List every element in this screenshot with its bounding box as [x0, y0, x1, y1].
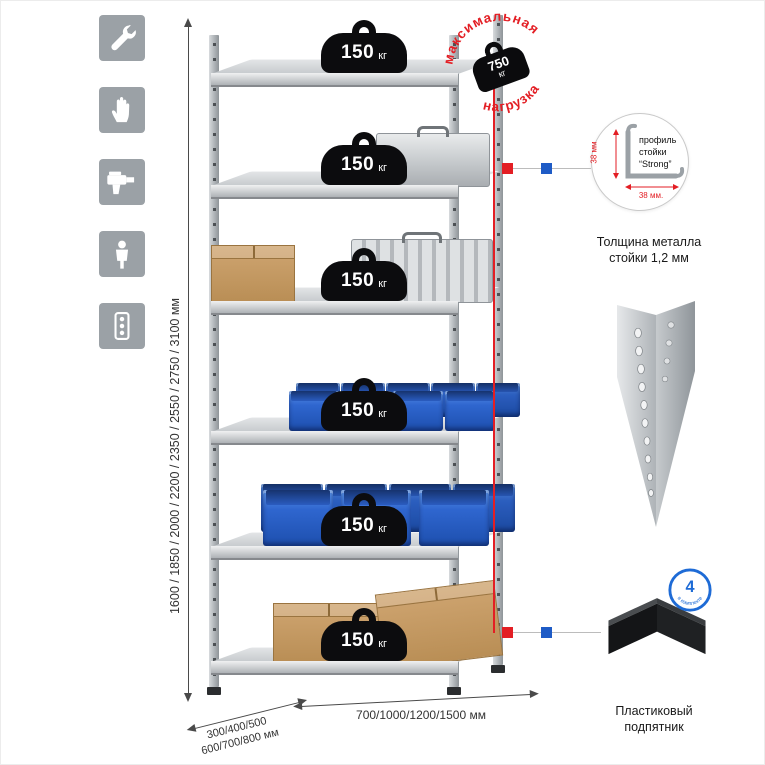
- plastic-foot-image: [601, 585, 713, 667]
- post-profile-detail: 38 мм 38 мм. профиль стойки “Strong”: [589, 113, 689, 211]
- load-unit: кг: [378, 161, 388, 174]
- foot-caption-line1: Пластиковый: [615, 704, 693, 718]
- load-value: 150: [340, 630, 375, 651]
- shelf-edge: [211, 73, 458, 87]
- level-icon: [99, 303, 145, 349]
- profile-label-line2: стойки: [639, 147, 667, 158]
- profile-label-line1: профиль: [639, 135, 677, 145]
- callout-marker-blue: [541, 627, 552, 638]
- load-unit: кг: [378, 522, 388, 535]
- feature-icon-column: [99, 15, 145, 349]
- profile-dim-horizontal: 38 мм.: [638, 191, 664, 200]
- load-unit: кг: [378, 407, 388, 420]
- depth-dimension-label: 300/400/500 600/700/800 мм: [170, 705, 308, 764]
- shelf-edge: [211, 431, 458, 445]
- kit-count-value: 4: [685, 578, 694, 596]
- profile-dim-vertical: 38 мм: [589, 141, 599, 164]
- person-icon: [99, 231, 145, 277]
- rack-foot: [207, 687, 221, 695]
- post-highlight-line: [493, 79, 495, 633]
- callout-marker-blue: [541, 163, 552, 174]
- load-value: 150: [340, 400, 375, 421]
- callout-line-foot: [507, 632, 601, 633]
- profile-caption-line2: стойки 1,2 мм: [609, 251, 689, 266]
- profile-cross-section-drawing: [613, 123, 685, 190]
- profile-label-line3: “Strong”: [639, 159, 672, 170]
- rack-foot: [447, 687, 461, 695]
- height-dimension-line: [184, 18, 192, 702]
- foot-caption-line2: подпятник: [624, 720, 684, 735]
- load-value: 150: [340, 515, 375, 536]
- shelf-edge: [211, 301, 458, 315]
- kit-count-text: в комплекте: [676, 596, 704, 607]
- shelf-edge: [211, 546, 458, 560]
- plastic-bin: [445, 391, 495, 431]
- load-value: 150: [340, 42, 375, 63]
- shelf-edge: [211, 661, 458, 675]
- rack-foot: [491, 665, 505, 673]
- rack-post-front-right: [449, 35, 459, 687]
- svg-text:в комплекте: в комплекте: [676, 596, 704, 607]
- profile-caption-line1: Толщина металла: [596, 235, 702, 249]
- stamp-load-unit: кг: [497, 67, 508, 80]
- glove-icon: [99, 87, 145, 133]
- shelf-edge: [211, 185, 458, 199]
- callout-marker-red: [502, 627, 513, 638]
- profile-label: профиль стойки “Strong”: [639, 134, 676, 170]
- load-unit: кг: [378, 277, 388, 290]
- profile-caption: Толщина металла стойки 1,2 мм: [569, 234, 729, 267]
- angle-post-image: [601, 299, 711, 531]
- width-dimension-label: 700/1000/1200/1500 мм: [356, 708, 486, 722]
- wrench-icon: [99, 15, 145, 61]
- drill-icon: [99, 159, 145, 205]
- callout-marker-red: [502, 163, 513, 174]
- load-value: 150: [340, 270, 375, 291]
- cardboard-box: [211, 245, 295, 303]
- rack-post-back: [493, 15, 503, 665]
- kit-count-badge: 4 в комплекте: [667, 567, 713, 613]
- load-unit: кг: [378, 637, 388, 650]
- foot-caption: Пластиковый подпятник: [579, 703, 729, 736]
- plastic-bin: [419, 490, 489, 546]
- load-unit: кг: [378, 49, 388, 62]
- height-dimension-label: 1600 / 1850 / 2000 / 2200 / 2350 / 2550 …: [168, 297, 182, 615]
- load-value: 150: [340, 154, 375, 175]
- rack-post-front-left: [209, 35, 219, 687]
